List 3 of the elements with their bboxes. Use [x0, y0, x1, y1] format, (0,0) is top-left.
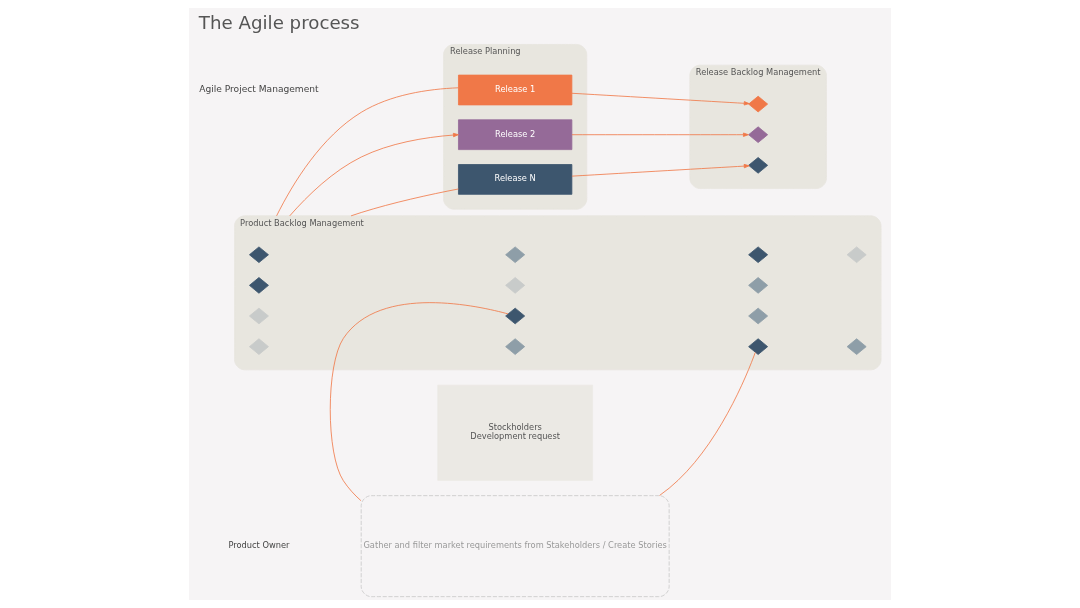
diagram-title: The Agile process: [198, 12, 360, 34]
label: Agile Project Management: [199, 84, 319, 95]
node-text: Product Owner: [228, 540, 290, 551]
